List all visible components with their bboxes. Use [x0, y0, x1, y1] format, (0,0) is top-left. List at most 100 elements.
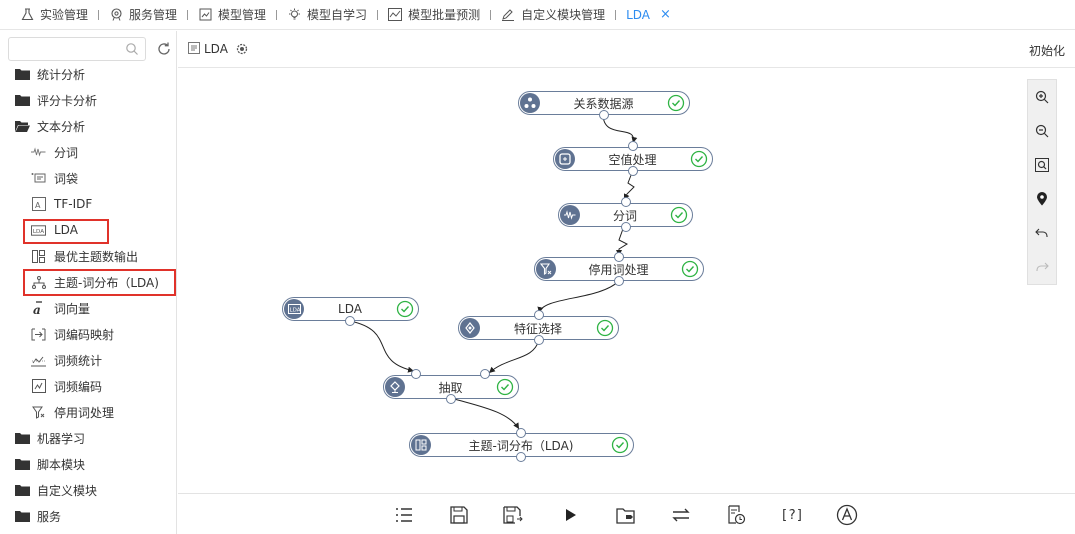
sidebar-item-label: 最优主题数输出: [54, 249, 139, 264]
success-check-icon: [690, 150, 708, 168]
redo-icon[interactable]: [1028, 250, 1056, 284]
sidebar-item-word-frequency-encoding[interactable]: 词频编码: [0, 373, 176, 399]
history-icon[interactable]: [725, 504, 747, 526]
output-port[interactable]: [345, 316, 355, 326]
sidebar-item-tokenize[interactable]: 分词: [0, 139, 176, 165]
tab-lda[interactable]: LDA ×: [620, 0, 677, 30]
svg-text:LDA: LDA: [289, 308, 300, 314]
tab-service-management[interactable]: 服务管理: [103, 0, 183, 30]
success-check-icon: [681, 260, 699, 278]
tab-model-self-learning[interactable]: 模型自学习: [281, 0, 373, 30]
feature-icon: [460, 318, 480, 338]
swap-icon[interactable]: [670, 504, 692, 526]
tab-model-management[interactable]: 模型管理: [192, 0, 272, 30]
success-check-icon: [496, 378, 514, 396]
sidebar-item-topic-word-distribution[interactable]: 主题-词分布（LDA): [0, 269, 176, 295]
input-port[interactable]: [516, 428, 526, 438]
folder-label: 脚本模块: [37, 457, 86, 472]
undo-icon[interactable]: [1028, 216, 1056, 250]
folder-icon: [15, 94, 30, 106]
success-check-icon: [611, 436, 629, 454]
node-label: 分词: [612, 208, 637, 223]
edge-n2-n3: [623, 169, 635, 201]
folder-scorecard-analysis[interactable]: 评分卡分析: [0, 87, 176, 113]
output-port[interactable]: [599, 110, 609, 120]
highlight-box-topic-word: [23, 269, 176, 296]
sidebar-item-optimal-topics[interactable]: 最优主题数输出: [0, 243, 176, 269]
workflow-canvas: LDA 初始化 关系数据源 空值处理 分词 停用词处理: [178, 31, 1075, 493]
tab-label: 模型管理: [218, 8, 267, 22]
input-port[interactable]: [534, 310, 544, 320]
export-icon[interactable]: [615, 504, 637, 526]
sidebar-item-stopword-processing[interactable]: 停用词处理: [0, 399, 176, 425]
sidebar-item-bag-of-words[interactable]: 词袋: [0, 165, 176, 191]
run-icon[interactable]: [560, 504, 582, 526]
input-port[interactable]: [621, 197, 631, 207]
sidebar-item-word-vector[interactable]: a 词向量: [0, 295, 176, 321]
mapping-icon: [31, 327, 46, 341]
flask-icon: [20, 8, 34, 22]
edge-n1-n2: [602, 113, 638, 144]
auto-layout-icon[interactable]: [836, 504, 858, 526]
node-null-value-processing[interactable]: 空值处理: [553, 147, 713, 171]
folder-icon: [15, 432, 30, 444]
folder-custom-modules[interactable]: 自定义模块: [0, 477, 176, 503]
fit-icon[interactable]: [1028, 148, 1056, 182]
tab-experiment-management[interactable]: 实验管理: [14, 0, 94, 30]
node-lda[interactable]: LDA LDA: [282, 297, 419, 321]
input-port[interactable]: [411, 369, 421, 379]
bulb-icon: [287, 8, 301, 22]
input-port[interactable]: [480, 369, 490, 379]
svg-text:a: a: [33, 303, 41, 315]
node-label: 特征选择: [513, 321, 562, 336]
tab-batch-prediction[interactable]: 模型批量预测: [382, 0, 486, 30]
folder-script-modules[interactable]: 脚本模块: [0, 451, 176, 477]
sidebar-item-label: 停用词处理: [54, 405, 115, 420]
folder-open-icon: [15, 120, 30, 132]
input-port[interactable]: [614, 252, 624, 262]
layout-icon: [411, 435, 431, 455]
service-icon: [109, 8, 123, 22]
settings-icon[interactable]: [236, 43, 248, 55]
save-icon[interactable]: [448, 504, 470, 526]
sidebar-item-label: LDA: [54, 223, 78, 237]
input-port[interactable]: [628, 141, 638, 151]
output-port[interactable]: [516, 452, 526, 462]
search-box: [8, 37, 146, 61]
folder-services[interactable]: 服务: [0, 503, 176, 529]
filter-icon: [536, 259, 556, 279]
folder-machine-learning[interactable]: 机器学习: [0, 425, 176, 451]
folder-text-analysis[interactable]: 文本分析: [0, 113, 176, 139]
output-port[interactable]: [446, 394, 456, 404]
output-port[interactable]: [621, 222, 631, 232]
tab-custom-module-management[interactable]: 自定义模块管理: [495, 0, 611, 30]
zoom-out-icon[interactable]: [1028, 114, 1056, 148]
sidebar-item-tfidf[interactable]: A TF-IDF: [0, 191, 176, 217]
node-label: LDA: [338, 302, 362, 316]
help-icon[interactable]: [?]: [780, 507, 804, 523]
sidebar-item-word-encoding-mapping[interactable]: 词编码映射: [0, 321, 176, 347]
tab-label: 模型自学习: [307, 8, 368, 22]
chart-box-icon: [198, 8, 212, 22]
edge-n7-n8: [450, 397, 520, 430]
node-stopword-processing[interactable]: 停用词处理: [534, 257, 704, 281]
search-icon[interactable]: [125, 42, 139, 56]
close-icon[interactable]: ×: [660, 7, 671, 22]
search-input[interactable]: [9, 38, 119, 60]
sidebar-item-word-frequency-stats[interactable]: 词频统计: [0, 347, 176, 373]
initialize-button[interactable]: 初始化: [1028, 44, 1065, 58]
output-port[interactable]: [628, 166, 638, 176]
wave-icon: [31, 145, 46, 159]
folder-statistical-analysis[interactable]: 统计分析: [0, 61, 176, 87]
folder-icon: [15, 458, 30, 470]
zoom-in-icon[interactable]: [1028, 80, 1056, 114]
output-port[interactable]: [534, 335, 544, 345]
node-label: 关系数据源: [573, 96, 634, 111]
list-icon[interactable]: [393, 504, 415, 526]
locate-icon[interactable]: [1028, 182, 1056, 216]
refresh-icon[interactable]: [156, 41, 172, 57]
sidebar-item-lda[interactable]: LDA LDA: [0, 217, 176, 243]
tab-label: 模型批量预测: [408, 8, 481, 22]
save-as-icon[interactable]: [502, 504, 524, 526]
output-port[interactable]: [614, 276, 624, 286]
